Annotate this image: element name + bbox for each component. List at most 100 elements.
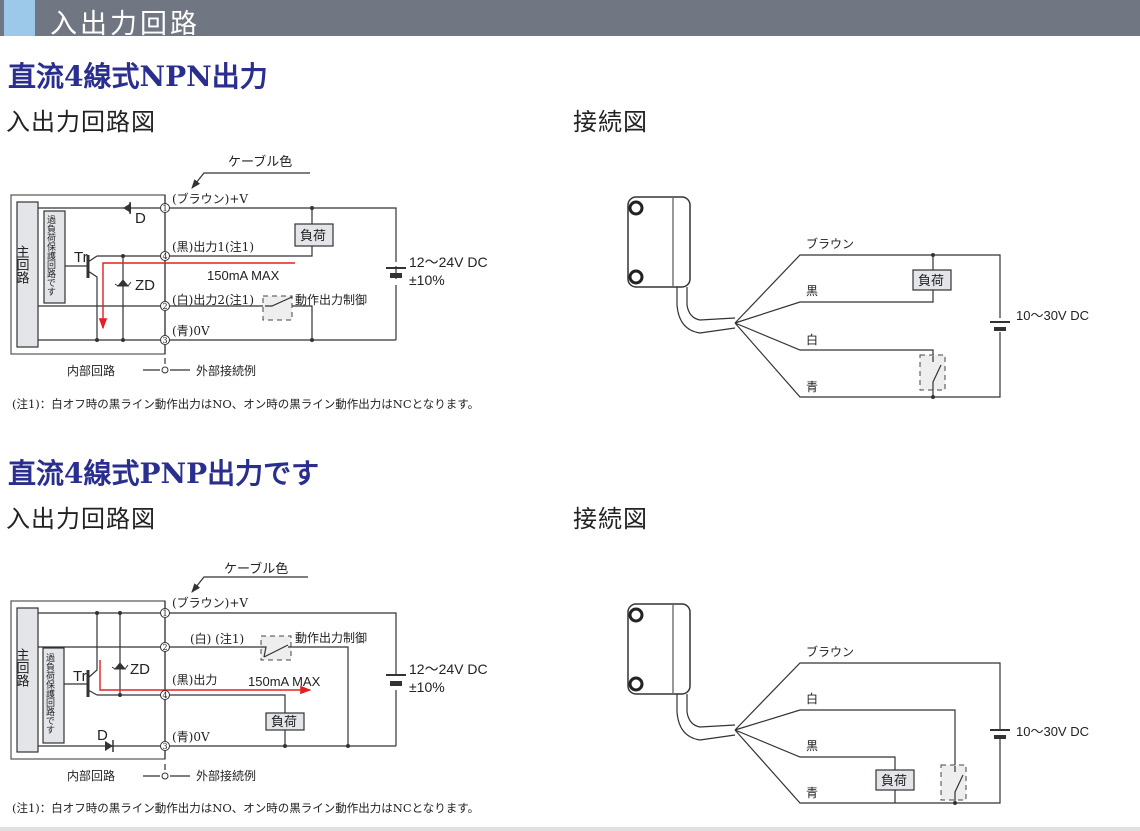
current-label: 150mA MAX bbox=[207, 268, 280, 283]
current-label: 150mA MAX bbox=[248, 674, 321, 689]
svg-text:2: 2 bbox=[163, 302, 168, 311]
boundary-arrow bbox=[143, 358, 190, 371]
tr-label: Tr bbox=[74, 249, 88, 266]
internal-label: 内部回路 bbox=[67, 768, 115, 783]
load-label: 負荷 bbox=[271, 715, 297, 730]
white-label: 白 bbox=[806, 691, 818, 706]
main-circuit-label: 主回路 bbox=[14, 648, 30, 687]
control-switch-box bbox=[262, 295, 293, 321]
pnp-circuit-diagram: ケーブル色 主回路 過負荷保護回路です Tr D ZD 150mA MAX 負荷… bbox=[10, 561, 488, 815]
section-header: 入出力回路 bbox=[0, 0, 1140, 40]
main-circuit-block bbox=[16, 201, 39, 348]
supply-label: 10～30V DC bbox=[1016, 308, 1089, 323]
npn-title: 直流4線式NPN出力 bbox=[8, 60, 268, 93]
blue-label: 青 bbox=[806, 380, 818, 394]
cable-color-leader bbox=[191, 172, 310, 189]
npn-circuit-diagram: ケーブル色 主回路 過負荷保護回路です Tr D ZD 150mA MAX 負荷 bbox=[10, 154, 488, 411]
current-arrow bbox=[99, 660, 312, 695]
npn-connection-diagram: 負荷 10～30V DC ブラウン 黒 白 青 bbox=[627, 196, 1089, 399]
wires bbox=[734, 254, 1001, 398]
external-label: 外部接続例 bbox=[196, 363, 256, 378]
brown-label: (ブラウン)+V bbox=[172, 191, 248, 206]
d-label: D bbox=[135, 210, 146, 227]
footer-rule bbox=[0, 827, 1140, 831]
zd-label: ZD bbox=[130, 661, 150, 678]
black-label: 黒 bbox=[806, 284, 818, 298]
white-label: (白)出力2(注1) bbox=[172, 292, 254, 307]
npn-wires bbox=[38, 195, 397, 354]
switch-icon bbox=[261, 644, 291, 658]
header-accent bbox=[4, 0, 35, 36]
switch-icon bbox=[954, 766, 964, 800]
switch-icon bbox=[932, 356, 942, 390]
supply-label: 10～30V DC bbox=[1016, 724, 1089, 739]
load-box bbox=[912, 269, 952, 291]
internal-label: 内部回路 bbox=[67, 363, 115, 378]
protection-label: 過負荷保護回路です bbox=[45, 215, 56, 296]
tolerance-label: ±10% bbox=[409, 679, 445, 695]
diode-icon bbox=[105, 741, 113, 751]
zener-icon bbox=[111, 662, 129, 670]
svg-text:1: 1 bbox=[163, 609, 168, 618]
protection-label: 過負荷保護回路です bbox=[44, 653, 55, 734]
supply-label: 12～24V DC bbox=[409, 661, 488, 677]
cable-color-label: ケーブル色 bbox=[228, 154, 292, 170]
pnp-circuit-heading: 入出力回路図 bbox=[6, 505, 156, 533]
black-label: (黒)出力1(注1) bbox=[172, 239, 254, 254]
sensor-icon bbox=[627, 603, 691, 695]
pnp-wires bbox=[38, 601, 397, 759]
d-label: D bbox=[97, 727, 108, 744]
white-label: (白) (注1) bbox=[190, 631, 244, 646]
pnp-connection-heading: 接続図 bbox=[573, 505, 648, 533]
blue-label: (青)0V bbox=[172, 324, 210, 338]
boundary-arrow bbox=[143, 764, 190, 777]
zener-icon bbox=[114, 279, 132, 287]
zd-label: ZD bbox=[135, 277, 155, 294]
sensor-icon bbox=[627, 196, 691, 288]
external-label: 外部接続例 bbox=[196, 768, 256, 783]
svg-text:4: 4 bbox=[163, 691, 168, 700]
terminals: 1 4 2 3 bbox=[160, 203, 170, 345]
tolerance-label: ±10% bbox=[409, 272, 445, 288]
note: (注1)：白オフ時の黒ライン動作出力はNO、オン時の黒ライン動作出力はNCとなり… bbox=[12, 801, 479, 815]
current-arrow bbox=[98, 262, 295, 330]
brown-label: (ブラウン)+V bbox=[172, 595, 248, 610]
protection-block bbox=[42, 647, 65, 744]
section-title: 入出力回路 bbox=[50, 9, 200, 40]
load-label: 負荷 bbox=[881, 774, 907, 789]
blue-label: 青 bbox=[806, 786, 818, 800]
load-label: 負荷 bbox=[918, 274, 944, 289]
blue-label: (青)0V bbox=[172, 730, 210, 744]
black-label: (黒)出力 bbox=[172, 673, 217, 687]
svg-text:1: 1 bbox=[163, 204, 168, 213]
npn-circuit-heading: 入出力回路図 bbox=[6, 108, 156, 136]
load-box bbox=[265, 712, 305, 731]
load-box bbox=[294, 223, 334, 247]
tr-label: Tr bbox=[73, 668, 87, 685]
control-label: 動作出力制御 bbox=[295, 630, 367, 645]
white-label: 白 bbox=[806, 332, 818, 347]
black-label: 黒 bbox=[806, 739, 818, 753]
terminals: 1 2 4 3 bbox=[160, 608, 170, 751]
switch-icon bbox=[265, 296, 293, 307]
svg-text:3: 3 bbox=[163, 742, 168, 751]
cable-color-label: ケーブル色 bbox=[224, 561, 288, 577]
cable bbox=[676, 694, 736, 741]
main-circuit-block bbox=[16, 607, 39, 753]
switch-box bbox=[940, 764, 967, 801]
brown-label: ブラウン bbox=[806, 236, 854, 251]
diode-icon bbox=[123, 203, 131, 213]
supply-label: 12～24V DC bbox=[409, 254, 488, 270]
npn-connection-heading: 接続図 bbox=[573, 108, 648, 136]
brown-label: ブラウン bbox=[806, 644, 854, 659]
load-label: 負荷 bbox=[300, 229, 326, 244]
cable bbox=[676, 287, 736, 334]
main-circuit-label: 主回路 bbox=[14, 245, 30, 284]
svg-text:3: 3 bbox=[163, 336, 168, 345]
pnp-connection-diagram: 負荷 10～30V DC ブラウン 白 黒 青 bbox=[627, 603, 1089, 805]
control-label: 動作出力制御 bbox=[295, 292, 367, 307]
pnp-title: 直流4線式PNP出力です bbox=[8, 457, 320, 490]
note: (注1)：白オフ時の黒ライン動作出力はNO、オン時の黒ライン動作出力はNCとなり… bbox=[12, 397, 479, 411]
load-box bbox=[875, 769, 915, 791]
